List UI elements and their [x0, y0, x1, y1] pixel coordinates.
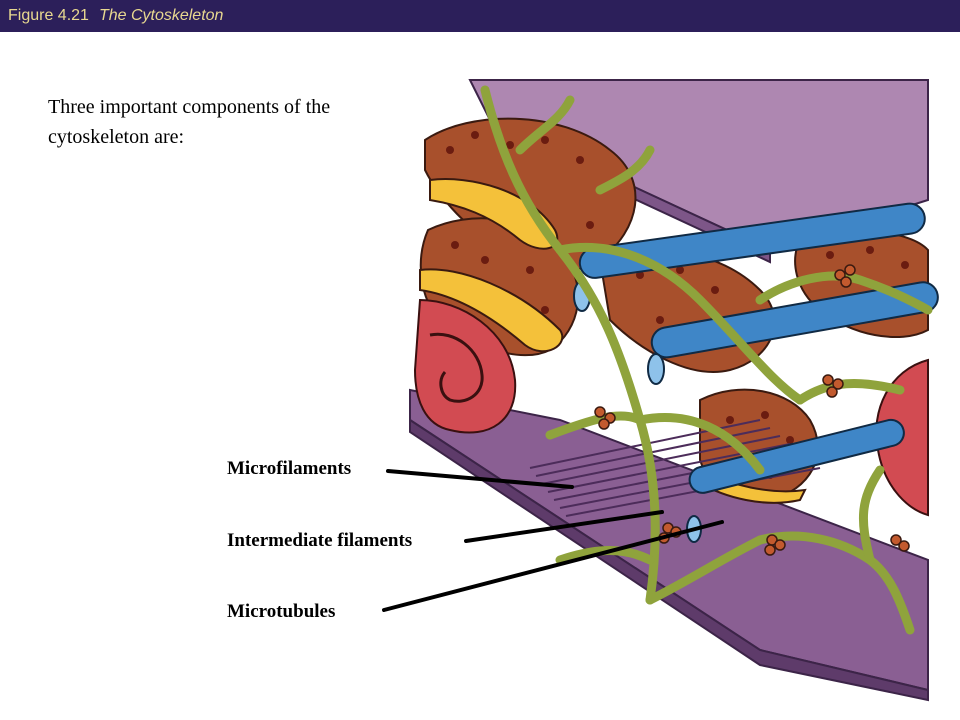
label-intermediate-filaments: Intermediate filaments — [227, 530, 413, 551]
label-microfilaments: Microfilaments — [227, 458, 352, 479]
label-microtubules: Microtubules — [227, 601, 336, 622]
leader-lines — [382, 469, 724, 612]
figure-number: Figure 4.21 — [8, 7, 89, 24]
microtubules — [573, 202, 939, 543]
intro-line-1: Three important components of the — [48, 96, 331, 118]
figure-title-bar: Figure 4.21 The Cytoskeleton — [0, 0, 960, 32]
intermediate-filament-network — [480, 85, 933, 635]
figure-title: The Cytoskeleton — [98, 7, 224, 24]
intro-line-2: cytoskeleton are: — [48, 126, 185, 148]
filament-junctions — [594, 264, 910, 556]
organelles — [413, 298, 929, 517]
intro-text: Three important components of the cytosk… — [48, 92, 408, 152]
